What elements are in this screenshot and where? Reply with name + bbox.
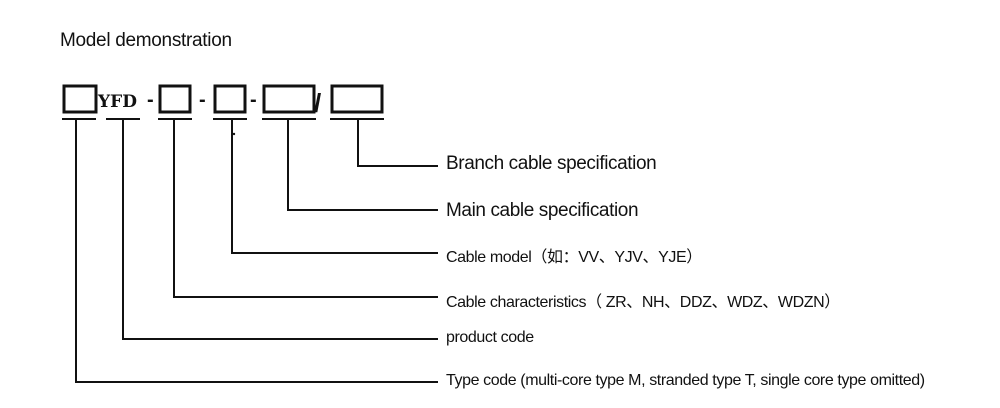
diagram-title: Model demonstration	[60, 30, 232, 51]
label-cable-characteristics: Cable characteristics（ ZR、NH、DDZ、WDZ、WDZ…	[446, 294, 840, 311]
product-code-text: YFD	[97, 92, 137, 112]
type-code-box	[62, 84, 98, 114]
leader-main	[287, 119, 438, 211]
leader-type	[75, 119, 438, 383]
leader-branch	[357, 119, 438, 167]
label-branch-spec: Branch cable specification	[446, 153, 657, 174]
characteristics-box	[158, 84, 192, 114]
label-main-spec: Main cable specification	[446, 200, 639, 221]
main-spec-box	[262, 84, 316, 114]
cable-model-box	[213, 84, 247, 114]
label-cable-model: Cable model（如：VV、YJV、YJE）	[446, 249, 702, 266]
separator-dash-3: -	[250, 89, 257, 111]
dot-mark	[232, 132, 236, 136]
separator-dash-2: -	[199, 89, 206, 111]
label-type-code: Type code (multi-core type M, stranded t…	[446, 372, 925, 389]
separator-slash: /	[314, 88, 321, 118]
branch-spec-box	[330, 84, 384, 114]
leader-model	[231, 119, 438, 254]
separator-dash-1: -	[147, 89, 154, 111]
leader-characteristics	[173, 119, 438, 298]
leader-product	[122, 119, 438, 340]
label-product-code: product code	[446, 329, 534, 346]
